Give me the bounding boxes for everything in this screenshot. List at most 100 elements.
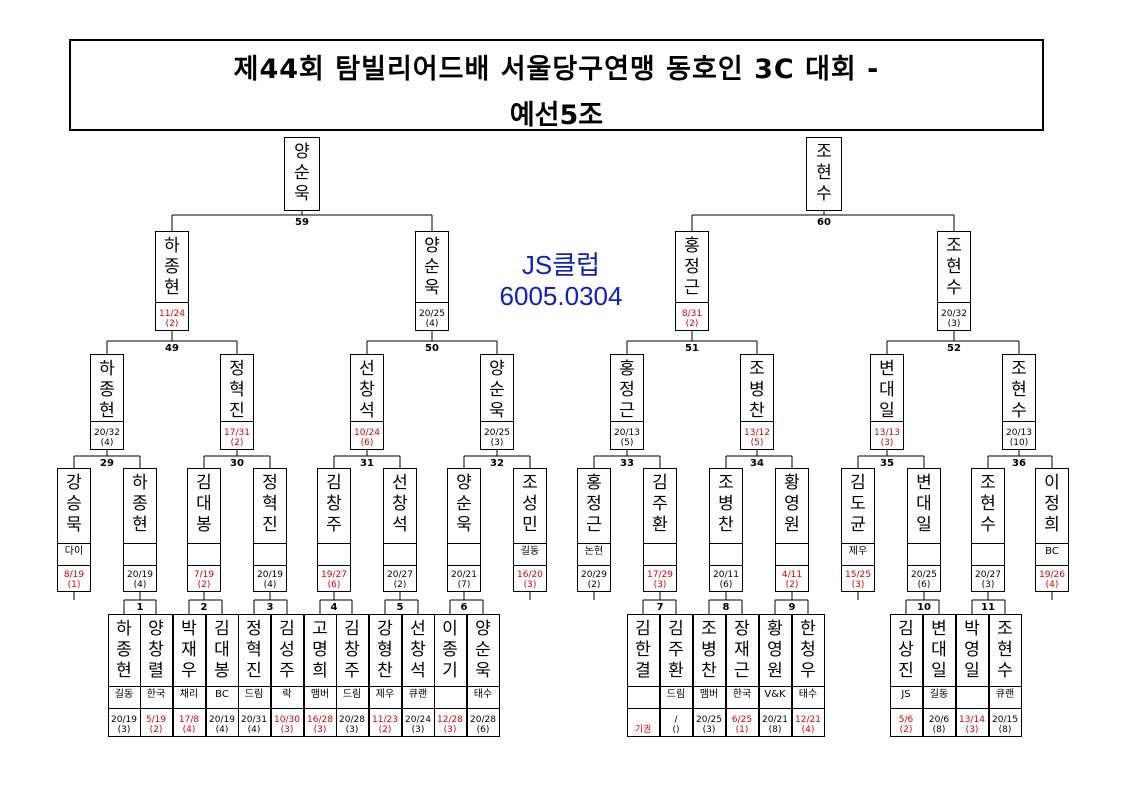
player-score: 11/23(2) [372,715,398,735]
match-number: 49 [165,343,179,354]
match-number: 3 [266,602,274,613]
player-affiliation: 한국 [732,689,752,700]
match-number: 1 [136,602,144,613]
player-affiliation: 채리 [179,689,199,700]
match-number: 36 [1012,458,1026,469]
player-score: 20/25(4) [419,309,445,329]
title-box: 제44회 탐빌리어드배 서울당구연맹 동호인 3C 대회 - 예선5조 [69,39,1044,131]
player-score: 12/28(3) [437,715,463,735]
player-score: 20/13(10) [1006,428,1032,448]
club-info: JS클럽 6005.0304 [466,250,656,312]
player-affiliation: 드림 [666,689,686,700]
match-number: 31 [360,458,374,469]
player-affiliation: 맴버 [310,689,330,700]
match-number: 7 [656,602,664,613]
player-score: 20/28(6) [470,715,496,735]
player-affiliation: 드림 [342,689,362,700]
player-score: 20/15(8) [992,715,1018,735]
player-score: 20/27(3) [975,570,1001,590]
player-affiliation: JS [901,689,911,700]
player-affiliation: 맴버 [699,689,719,700]
match-number: 35 [880,458,894,469]
player-score: 8/31(2) [681,309,703,329]
player-affiliation: 제우 [375,689,395,700]
match-number: 59 [295,217,309,228]
player-score: 11/24(2) [159,309,185,329]
player-score: 19/27(6) [321,570,347,590]
player-score: 10/30(3) [274,715,300,735]
player-score: 17/8(4) [178,715,200,735]
match-number: 9 [788,602,796,613]
player-score: 20/19(3) [111,715,137,735]
match-number: 32 [490,458,504,469]
player-score: 16/20(3) [517,570,543,590]
player-score: 13/14(3) [959,715,985,735]
player-score: 20/28(3) [339,715,365,735]
player-score: 4/11(2) [781,570,803,590]
group-title: 예선5조 [509,100,604,131]
player-score: 20/19(4) [257,570,283,590]
player-score: 20/31(4) [241,715,267,735]
page-title: 제44회 탐빌리어드배 서울당구연맹 동호인 3C 대회 - [233,54,880,85]
player-score: /() [672,715,680,735]
player-affiliation: 락 [282,689,292,700]
player-score: 13/13(3) [874,428,900,448]
player-score: 17/31(2) [224,428,250,448]
match-number: 52 [947,343,961,354]
player-affiliation: BC [215,689,229,700]
